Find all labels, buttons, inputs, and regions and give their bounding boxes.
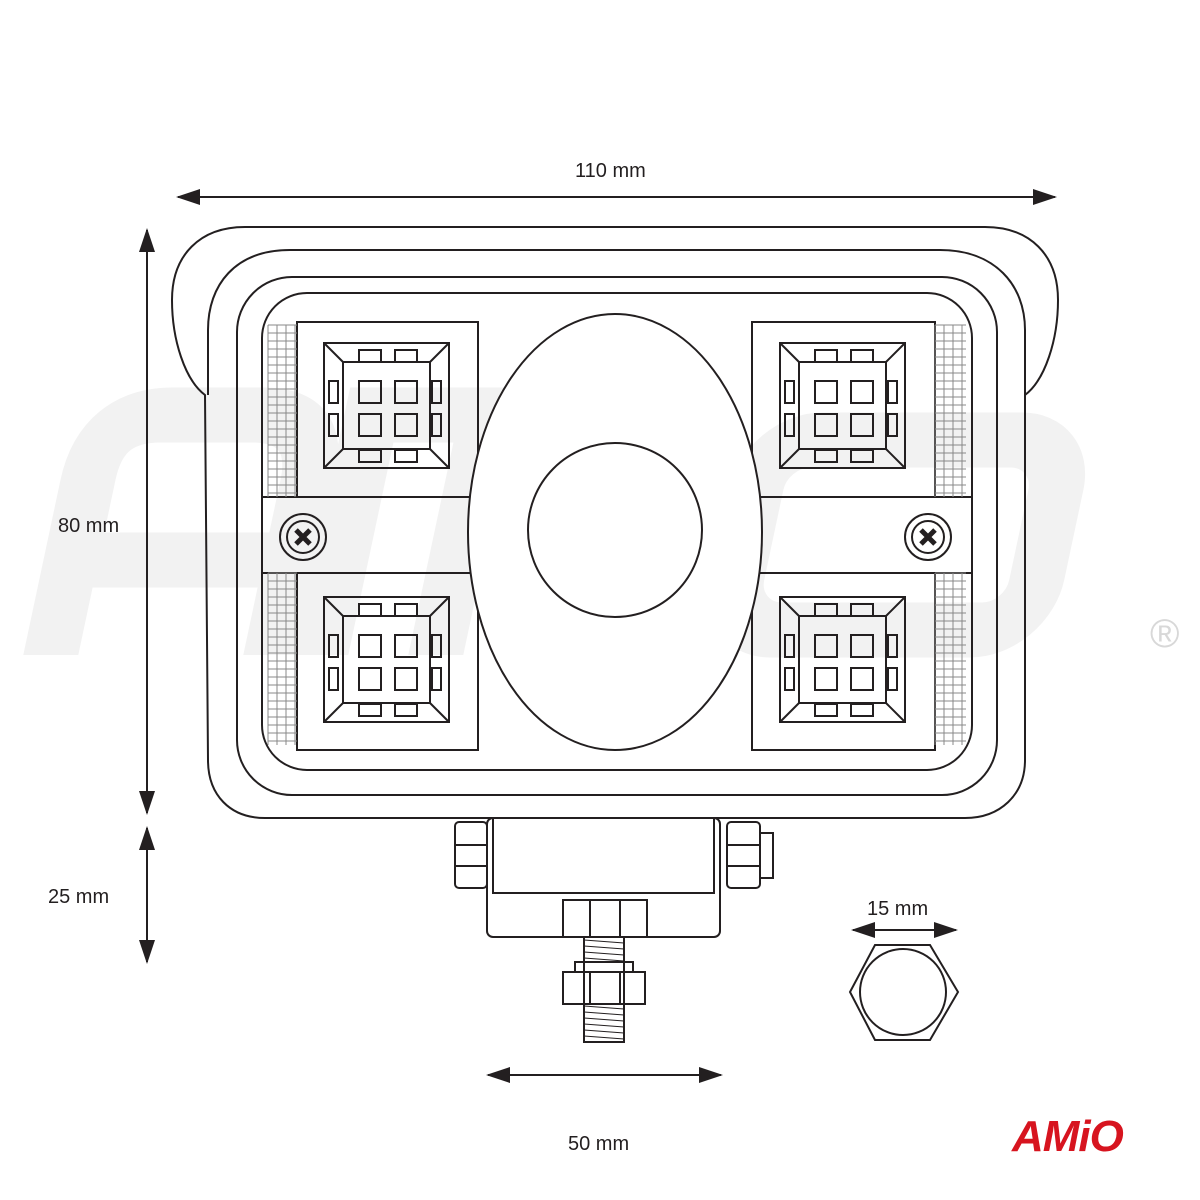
- center-lens: [467, 313, 763, 751]
- height-label: 80 mm: [58, 515, 120, 537]
- led-module-br: [779, 596, 906, 723]
- side-nut-right: [726, 821, 761, 889]
- hex-nut: [848, 944, 960, 1041]
- housing-outer: [170, 226, 1060, 819]
- mount-bracket: [486, 817, 721, 938]
- screw-left: [279, 513, 327, 561]
- led-module-tr: [779, 342, 906, 469]
- screw-right: [904, 513, 952, 561]
- bracket-width-label: 50 mm: [568, 1133, 630, 1155]
- mount-bolt: [583, 936, 625, 1043]
- nut-size-label: 15 mm: [867, 898, 929, 920]
- led-module-bl: [323, 596, 450, 723]
- bracket-height-label: 25 mm: [48, 886, 110, 908]
- housing-lens-frame: [261, 292, 973, 771]
- housing-inner-frame: [236, 276, 998, 796]
- width-label: 110 mm: [575, 160, 646, 182]
- led-module-tl: [323, 342, 450, 469]
- amio-logo: AMiO: [1012, 1112, 1124, 1161]
- center-lens-circle: [527, 442, 703, 618]
- mount-nut: [562, 971, 646, 1005]
- watermark-registered-mark: ®: [1150, 612, 1180, 656]
- side-nut-left: [454, 821, 488, 889]
